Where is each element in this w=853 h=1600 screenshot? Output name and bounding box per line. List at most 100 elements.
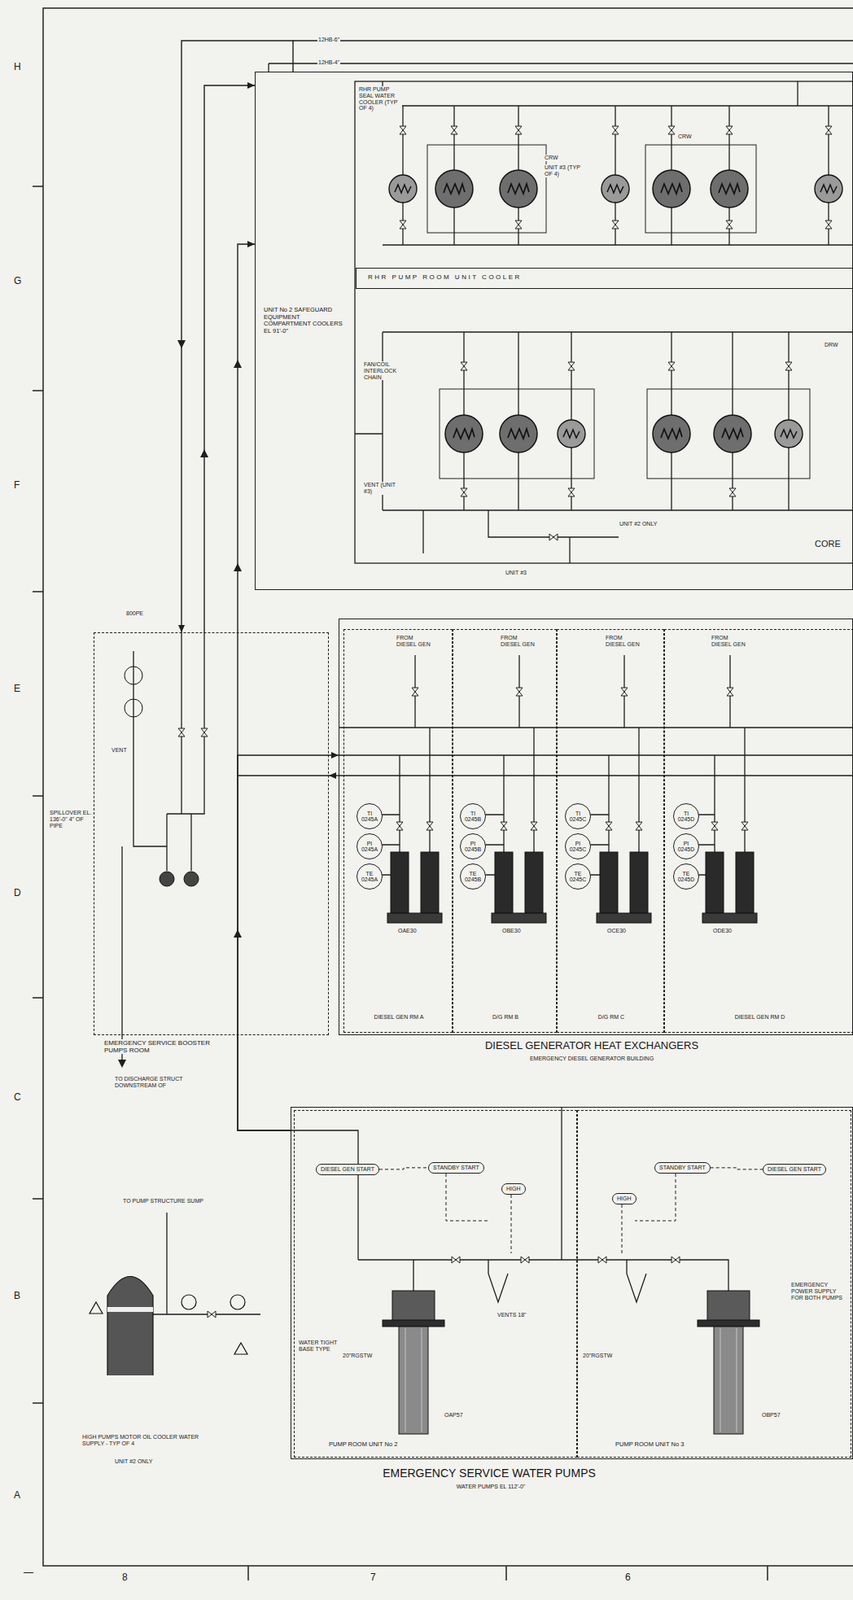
connector-line [237, 244, 291, 1131]
annotation: CRW [677, 133, 693, 140]
pump-symbol [382, 1320, 445, 1327]
grid-letter: D [13, 887, 22, 899]
cooler-coil-symbol [557, 419, 586, 448]
control-line [446, 1173, 676, 1254]
control-box: DIESEL GEN START [762, 1163, 827, 1176]
valve-symbol [451, 1256, 460, 1264]
pump-room: PUMP ROOM UNIT No 2STANDBY STARTDIESEL G… [293, 1110, 578, 1458]
flow-arrow [118, 340, 242, 1068]
instrument-bubble: PI0245D [673, 833, 700, 860]
valve-symbol [729, 488, 736, 497]
heat-exchanger-symbol [390, 852, 409, 914]
valve-symbol [668, 362, 675, 371]
heat-exchanger-symbol [387, 852, 757, 923]
annotation: UNIT #3 [504, 569, 528, 577]
valve-symbol [668, 126, 675, 135]
pipe-line [399, 655, 430, 853]
oil-cooler-symbol [107, 1307, 154, 1313]
heat-exchanger-symbol [702, 913, 757, 923]
cooler-coil-symbol [445, 415, 483, 453]
control-line [446, 1173, 676, 1254]
pump-symbol [159, 871, 175, 887]
valve-symbol [605, 822, 613, 831]
instrument-bubble: PI0245A [356, 833, 383, 860]
valve-symbol [426, 822, 434, 831]
valve-symbol [726, 687, 734, 696]
grid-number: 6 [624, 1572, 632, 1584]
valve-symbol [612, 220, 619, 229]
tag-number: 0245D [678, 816, 696, 823]
grid-letter: A [13, 1490, 22, 1501]
tag-number: TE [574, 870, 582, 877]
annotation: FROM DIESEL GEN [499, 634, 538, 648]
annotation: VENTS 18" [496, 1312, 528, 1319]
tag-number: 0245C [569, 876, 587, 883]
pipe-line [645, 144, 757, 233]
tag-number: TE [469, 870, 477, 877]
tag-number: PI [470, 840, 477, 847]
heat-exchanger-symbol [387, 913, 442, 923]
arrowhead [178, 625, 185, 633]
box-label: PUMP ROOM UNIT No 2 [327, 1441, 490, 1449]
pump-symbol [707, 1290, 750, 1322]
drawing-frame [32, 186, 768, 1581]
tag-number: 0245A [361, 846, 378, 853]
pipe-connector [178, 40, 294, 633]
arrowhead [247, 82, 255, 89]
annotation: HIGH PUMPS MOTOR OIL COOLER WATER SUPPLY… [81, 1434, 222, 1448]
pipe-line [423, 510, 619, 564]
grid-letter: H [13, 61, 22, 73]
pump-symbol [183, 871, 199, 887]
pipe-line [354, 332, 853, 511]
valve-symbol [671, 1256, 680, 1264]
cooler-coil-symbol [713, 415, 752, 453]
valve-symbol [635, 822, 643, 831]
pipe-line [268, 40, 853, 72]
instrument-bubble: TE0245C [564, 863, 591, 890]
control-connector [710, 1167, 763, 1170]
annotation: FROM DIESEL GEN [395, 634, 434, 648]
annotation: DRW [823, 341, 840, 349]
grid-number: 7 [369, 1572, 377, 1584]
valve-symbol [460, 362, 468, 371]
annotation: VENT [110, 747, 128, 754]
pipe-line [427, 144, 547, 233]
box-label: RHR PUMP ROOM UNIT COOLER [366, 273, 774, 281]
heat-exchanger-symbol [735, 852, 754, 914]
equipment-tag: OAE30 [397, 927, 418, 935]
line-number: 20"RGSTW [341, 1352, 373, 1360]
control-box: STANDBY START [428, 1162, 485, 1174]
pipe-line [354, 81, 853, 564]
valve-symbol [726, 126, 733, 135]
annotation: UNIT #2 ONLY [618, 520, 658, 528]
annotation: FROM DIESEL GEN [710, 634, 749, 648]
control-connector [379, 1167, 429, 1170]
box-label: DIESEL GENERATOR HEAT EXCHANGERS [416, 1040, 767, 1053]
pipe-line [382, 81, 853, 245]
tag-number: 0245D [678, 846, 696, 853]
box-label: EMERGENCY SERVICE BOOSTER PUMPS ROOM [102, 1039, 225, 1055]
tag-number: 0245C [569, 846, 587, 853]
box-label: PUMP ROOM UNIT No 3 [613, 1441, 777, 1449]
valve-symbol [825, 126, 832, 135]
connector-line [710, 1167, 763, 1170]
valve-symbol [726, 220, 733, 229]
annotation: CORE [813, 538, 842, 549]
pipe-connector [237, 240, 291, 1131]
pipe-line [463, 332, 789, 511]
arrowhead [328, 772, 337, 779]
valve-symbol [568, 488, 575, 497]
instrument-bubble: TI0245A [356, 803, 383, 830]
flow-arrow [118, 340, 242, 1068]
box-label: WATER PUMPS EL 112'-0" [454, 1483, 528, 1491]
tag-number: 0245B [464, 876, 482, 883]
heat-exchanger-symbol [596, 913, 652, 923]
box-label: D/G RM C [560, 1014, 662, 1021]
grid-letter: E [13, 683, 22, 695]
instrument-bubble: TE0245A [356, 863, 383, 890]
annotation: 800PE [125, 610, 145, 617]
valve-symbol [621, 687, 628, 696]
oil-cooler-symbol [107, 1277, 154, 1377]
